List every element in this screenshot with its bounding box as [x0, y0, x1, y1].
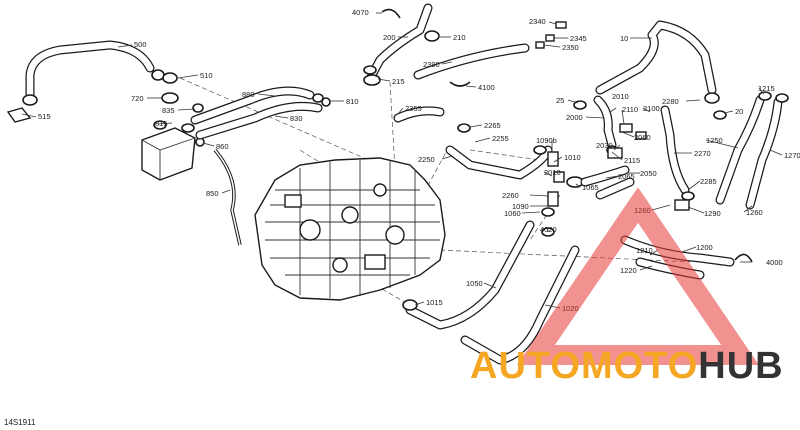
- label-1060: 1060: [504, 209, 521, 218]
- watermark-brand-part2: HUB: [698, 345, 783, 387]
- hose-850: [213, 148, 242, 246]
- hoses-860-880: [190, 86, 331, 140]
- leader-lines: [21, 12, 783, 309]
- label-810: 810: [346, 97, 359, 106]
- fittings-1010: [541, 147, 635, 217]
- label-1290: 1290: [704, 209, 721, 218]
- label-1220: 1220: [620, 266, 637, 275]
- label-2250: 2250: [418, 155, 435, 164]
- label-2355: 2355: [405, 104, 422, 113]
- label-2010b: 2010: [544, 168, 561, 177]
- label-4020: 4020: [540, 225, 557, 234]
- label-2100: 2100: [643, 104, 660, 113]
- watermark-triangle-icon: [517, 187, 759, 365]
- label-2265: 2265: [484, 121, 501, 130]
- label-2260: 2260: [502, 191, 519, 200]
- label-4100: 4100: [478, 83, 495, 92]
- hose-2355: [393, 106, 445, 123]
- label-815: 815: [155, 119, 168, 128]
- part-labels: 500 510 515 720 835 815 860 850 880 830 …: [38, 8, 800, 313]
- label-1065: 1065: [582, 183, 599, 192]
- label-2050: 2050: [640, 169, 657, 178]
- watermark: AUTOMOTOHUB: [470, 187, 784, 387]
- label-210: 210: [453, 33, 466, 42]
- label-1260b: 1260: [746, 208, 763, 217]
- label-2000: 2000: [566, 113, 583, 122]
- hose-1050: [402, 220, 535, 330]
- label-2280: 2280: [662, 97, 679, 106]
- label-500: 500: [134, 40, 147, 49]
- label-2285: 2285: [700, 177, 717, 186]
- hose-500: [6, 40, 178, 123]
- engine-block: [254, 157, 446, 301]
- label-2350: 2350: [562, 43, 579, 52]
- hose-2390: [413, 43, 530, 87]
- label-25: 25: [556, 96, 564, 105]
- label-515: 515: [38, 112, 51, 121]
- label-2060: 2060: [634, 133, 651, 142]
- label-1010: 1010: [564, 153, 581, 162]
- hose-2000: [573, 95, 647, 155]
- label-1050: 1050: [466, 279, 483, 288]
- label-1090b: 1090b: [536, 136, 557, 145]
- label-2065: 2065: [618, 172, 635, 181]
- hose-200: [363, 3, 440, 86]
- label-2255: 2255: [492, 134, 509, 143]
- label-835: 835: [162, 106, 175, 115]
- label-850: 850: [206, 189, 219, 198]
- label-2345: 2345: [570, 34, 587, 43]
- label-1015: 1015: [426, 298, 443, 307]
- label-1215: 1215: [758, 84, 775, 93]
- label-4000: 4000: [766, 258, 783, 267]
- label-4070: 4070: [352, 8, 369, 17]
- svg-text:AUTOMOTOHUB: AUTOMOTOHUB: [470, 345, 784, 387]
- label-2110: 2110: [622, 105, 638, 114]
- watermark-brand-part1: AUTOMOTO: [470, 345, 698, 387]
- label-1210: 1210: [636, 246, 653, 255]
- label-2390: 2390: [423, 60, 440, 69]
- label-2270: 2270: [694, 149, 711, 158]
- label-1250: 1250: [706, 136, 723, 145]
- figure-reference-code: 14S1911: [4, 418, 36, 427]
- hose-10: [595, 20, 727, 120]
- label-1270: 1270: [784, 151, 800, 160]
- label-1090: 1090: [512, 202, 529, 211]
- hoses-right: [660, 91, 789, 211]
- label-1200: 1200: [696, 243, 713, 252]
- label-2115: 2115: [624, 156, 640, 165]
- label-20: 20: [735, 107, 743, 116]
- label-720: 720: [131, 94, 144, 103]
- hose-1020: [460, 227, 580, 365]
- label-200: 200: [383, 33, 396, 42]
- label-830: 830: [290, 114, 303, 123]
- label-2340: 2340: [529, 17, 546, 26]
- label-215: 215: [392, 77, 405, 86]
- label-880: 880: [242, 90, 255, 99]
- label-860: 860: [216, 142, 229, 151]
- label-2010: 2010: [612, 92, 629, 101]
- label-510: 510: [200, 71, 213, 80]
- expansion-tank: [141, 92, 205, 181]
- label-10: 10: [620, 34, 628, 43]
- label-2030: 2030: [596, 141, 613, 150]
- hose-2255: [445, 123, 553, 180]
